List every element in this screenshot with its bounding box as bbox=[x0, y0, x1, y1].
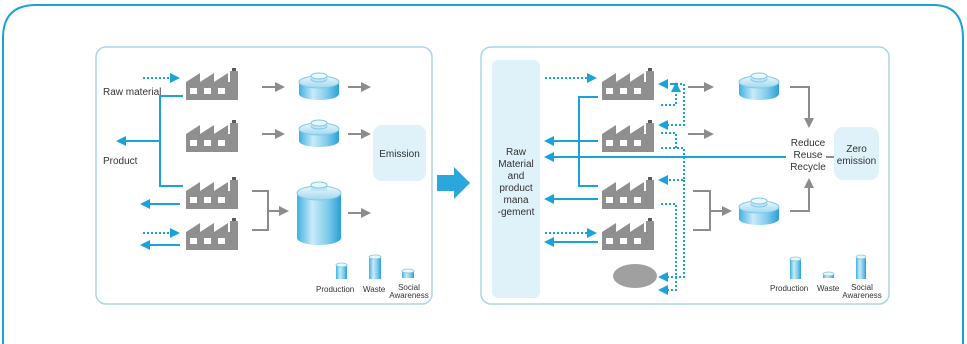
legend-waste: Waste bbox=[817, 284, 840, 293]
svg-text:Raw: Raw bbox=[506, 147, 527, 158]
svg-text:Reuse: Reuse bbox=[794, 150, 823, 161]
legend-waste: Waste bbox=[363, 285, 386, 294]
svg-text:Recycle: Recycle bbox=[790, 162, 826, 173]
right-panel: Raw Material and product mana -gement bbox=[480, 46, 890, 305]
transition-arrow-icon bbox=[437, 167, 470, 199]
legend-right: Production Waste Social Awareness bbox=[770, 254, 882, 300]
social-awareness-icon bbox=[401, 268, 415, 278]
outer-frame bbox=[2, 4, 964, 344]
legend-left: Production Waste Social Awareness bbox=[316, 254, 429, 300]
zero-emission-box bbox=[834, 127, 879, 180]
svg-text:mana: mana bbox=[503, 195, 528, 206]
legend-social: Social bbox=[398, 283, 420, 292]
management-box bbox=[492, 60, 540, 298]
zero-emission-label: Zero bbox=[846, 144, 867, 155]
tank-icon bbox=[296, 181, 342, 245]
legend-awareness: Awareness bbox=[389, 291, 428, 300]
legend-awareness: Awareness bbox=[842, 291, 881, 300]
left-panel: Raw material Product E bbox=[95, 46, 433, 305]
waste-icon bbox=[822, 271, 835, 278]
legend-social: Social bbox=[851, 283, 873, 292]
svg-text:Material: Material bbox=[498, 159, 534, 170]
legend-production: Production bbox=[770, 284, 808, 293]
svg-text:-gement: -gement bbox=[498, 207, 535, 218]
waste-blob bbox=[613, 264, 657, 288]
product-label: Product bbox=[103, 156, 138, 167]
svg-text:and: and bbox=[508, 171, 525, 182]
svg-text:Reduce: Reduce bbox=[791, 138, 826, 149]
legend-production: Production bbox=[316, 285, 354, 294]
social-awareness-icon bbox=[855, 254, 867, 279]
emission-box bbox=[373, 125, 426, 181]
recirculation-loops bbox=[658, 79, 685, 295]
zero-emission-label-2: emission bbox=[837, 156, 876, 167]
svg-text:product: product bbox=[499, 183, 533, 194]
production-icon bbox=[789, 256, 802, 279]
raw-material-label: Raw material bbox=[103, 87, 161, 98]
arrow-icon bbox=[790, 178, 814, 212]
waste-icon bbox=[368, 254, 382, 279]
emission-label: Emission bbox=[379, 149, 420, 160]
production-icon bbox=[335, 262, 348, 279]
arrow-icon bbox=[790, 86, 814, 128]
rrr-label: Reduce Reuse Recycle bbox=[790, 138, 826, 173]
management-label: Raw Material and product mana -gement bbox=[498, 147, 535, 218]
